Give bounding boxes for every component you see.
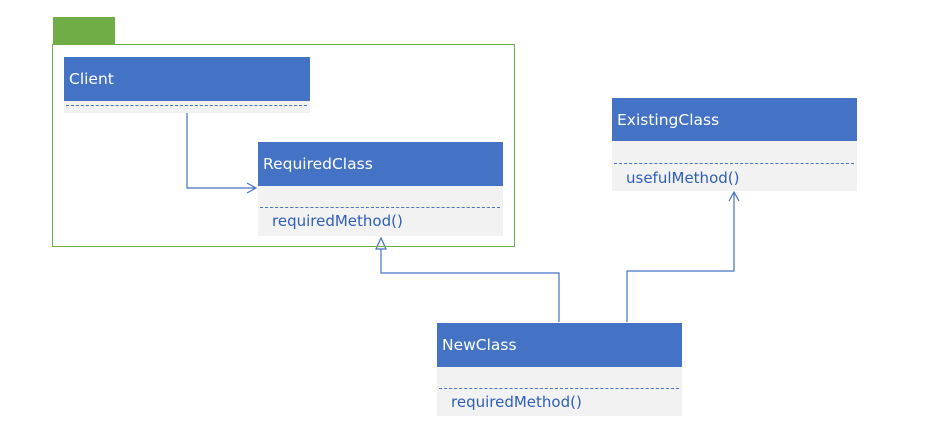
newclass-to-existing-connector (626, 193, 735, 322)
class-newclass[interactable]: NewClass requiredMethod() (437, 323, 682, 416)
class-newclass-body: requiredMethod() (437, 367, 682, 416)
class-requiredclass-name: RequiredClass (263, 155, 373, 173)
client-to-required-arrowhead (246, 182, 258, 194)
class-newclass-separator (439, 388, 679, 389)
method-new-required-method: requiredMethod() (451, 393, 582, 411)
method-required-method: requiredMethod() (272, 212, 403, 230)
class-existingclass-body: usefulMethod() (612, 141, 857, 191)
package-tab (53, 17, 115, 45)
class-existingclass-header: ExistingClass (612, 98, 857, 141)
newclass-to-required-connector (380, 248, 560, 322)
class-client-header: Client (64, 57, 310, 101)
newclass-to-existing-arrowhead (728, 190, 740, 202)
class-existingclass[interactable]: ExistingClass usefulMethod() (612, 98, 857, 191)
class-requiredclass-separator (260, 207, 500, 208)
class-client-name: Client (69, 70, 114, 88)
client-to-required-connector (186, 113, 255, 189)
class-newclass-name: NewClass (442, 336, 517, 354)
method-useful-method: usefulMethod() (626, 169, 740, 187)
class-existingclass-name: ExistingClass (617, 110, 720, 129)
class-client-separator (66, 105, 307, 106)
class-newclass-header: NewClass (437, 323, 682, 367)
class-client[interactable]: Client (64, 57, 310, 113)
class-requiredclass-body: requiredMethod() (258, 186, 503, 236)
class-requiredclass[interactable]: RequiredClass requiredMethod() (258, 142, 503, 236)
class-existingclass-separator (614, 163, 854, 164)
class-client-body (64, 101, 310, 113)
package-frame (52, 44, 515, 247)
class-requiredclass-header: RequiredClass (258, 142, 503, 186)
